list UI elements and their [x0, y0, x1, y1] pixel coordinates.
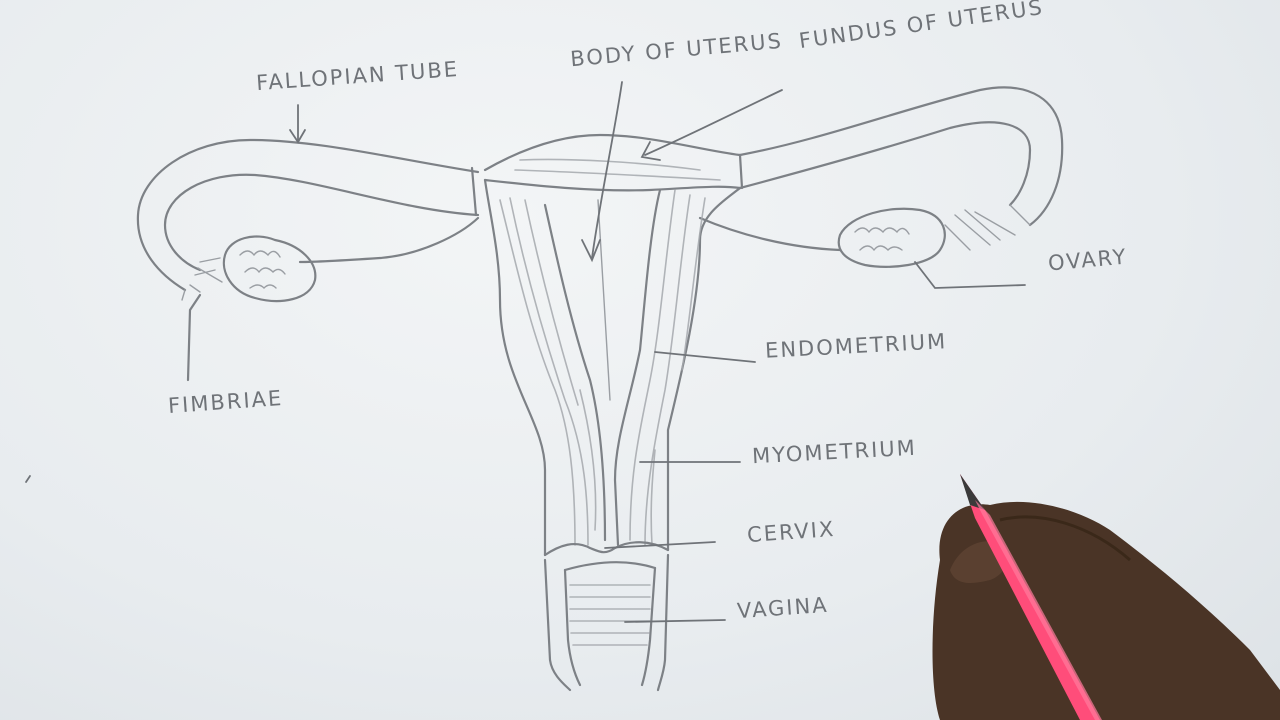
hand-icon — [932, 501, 1280, 720]
cervix — [543, 541, 716, 557]
right-fallopian-tube — [698, 86, 1064, 252]
stray-mark — [25, 475, 31, 483]
uterus-fundus — [483, 133, 742, 192]
endometrium-leader — [654, 351, 756, 363]
uterus-body — [289, 81, 783, 557]
vagina — [543, 553, 726, 692]
pencil-icon — [960, 474, 1102, 720]
right-ovary — [837, 207, 1026, 289]
left-fallopian-tube — [136, 138, 480, 292]
left-ovary — [222, 235, 317, 302]
right-fimbriae — [944, 204, 1031, 251]
left-fimbriae — [181, 257, 223, 382]
